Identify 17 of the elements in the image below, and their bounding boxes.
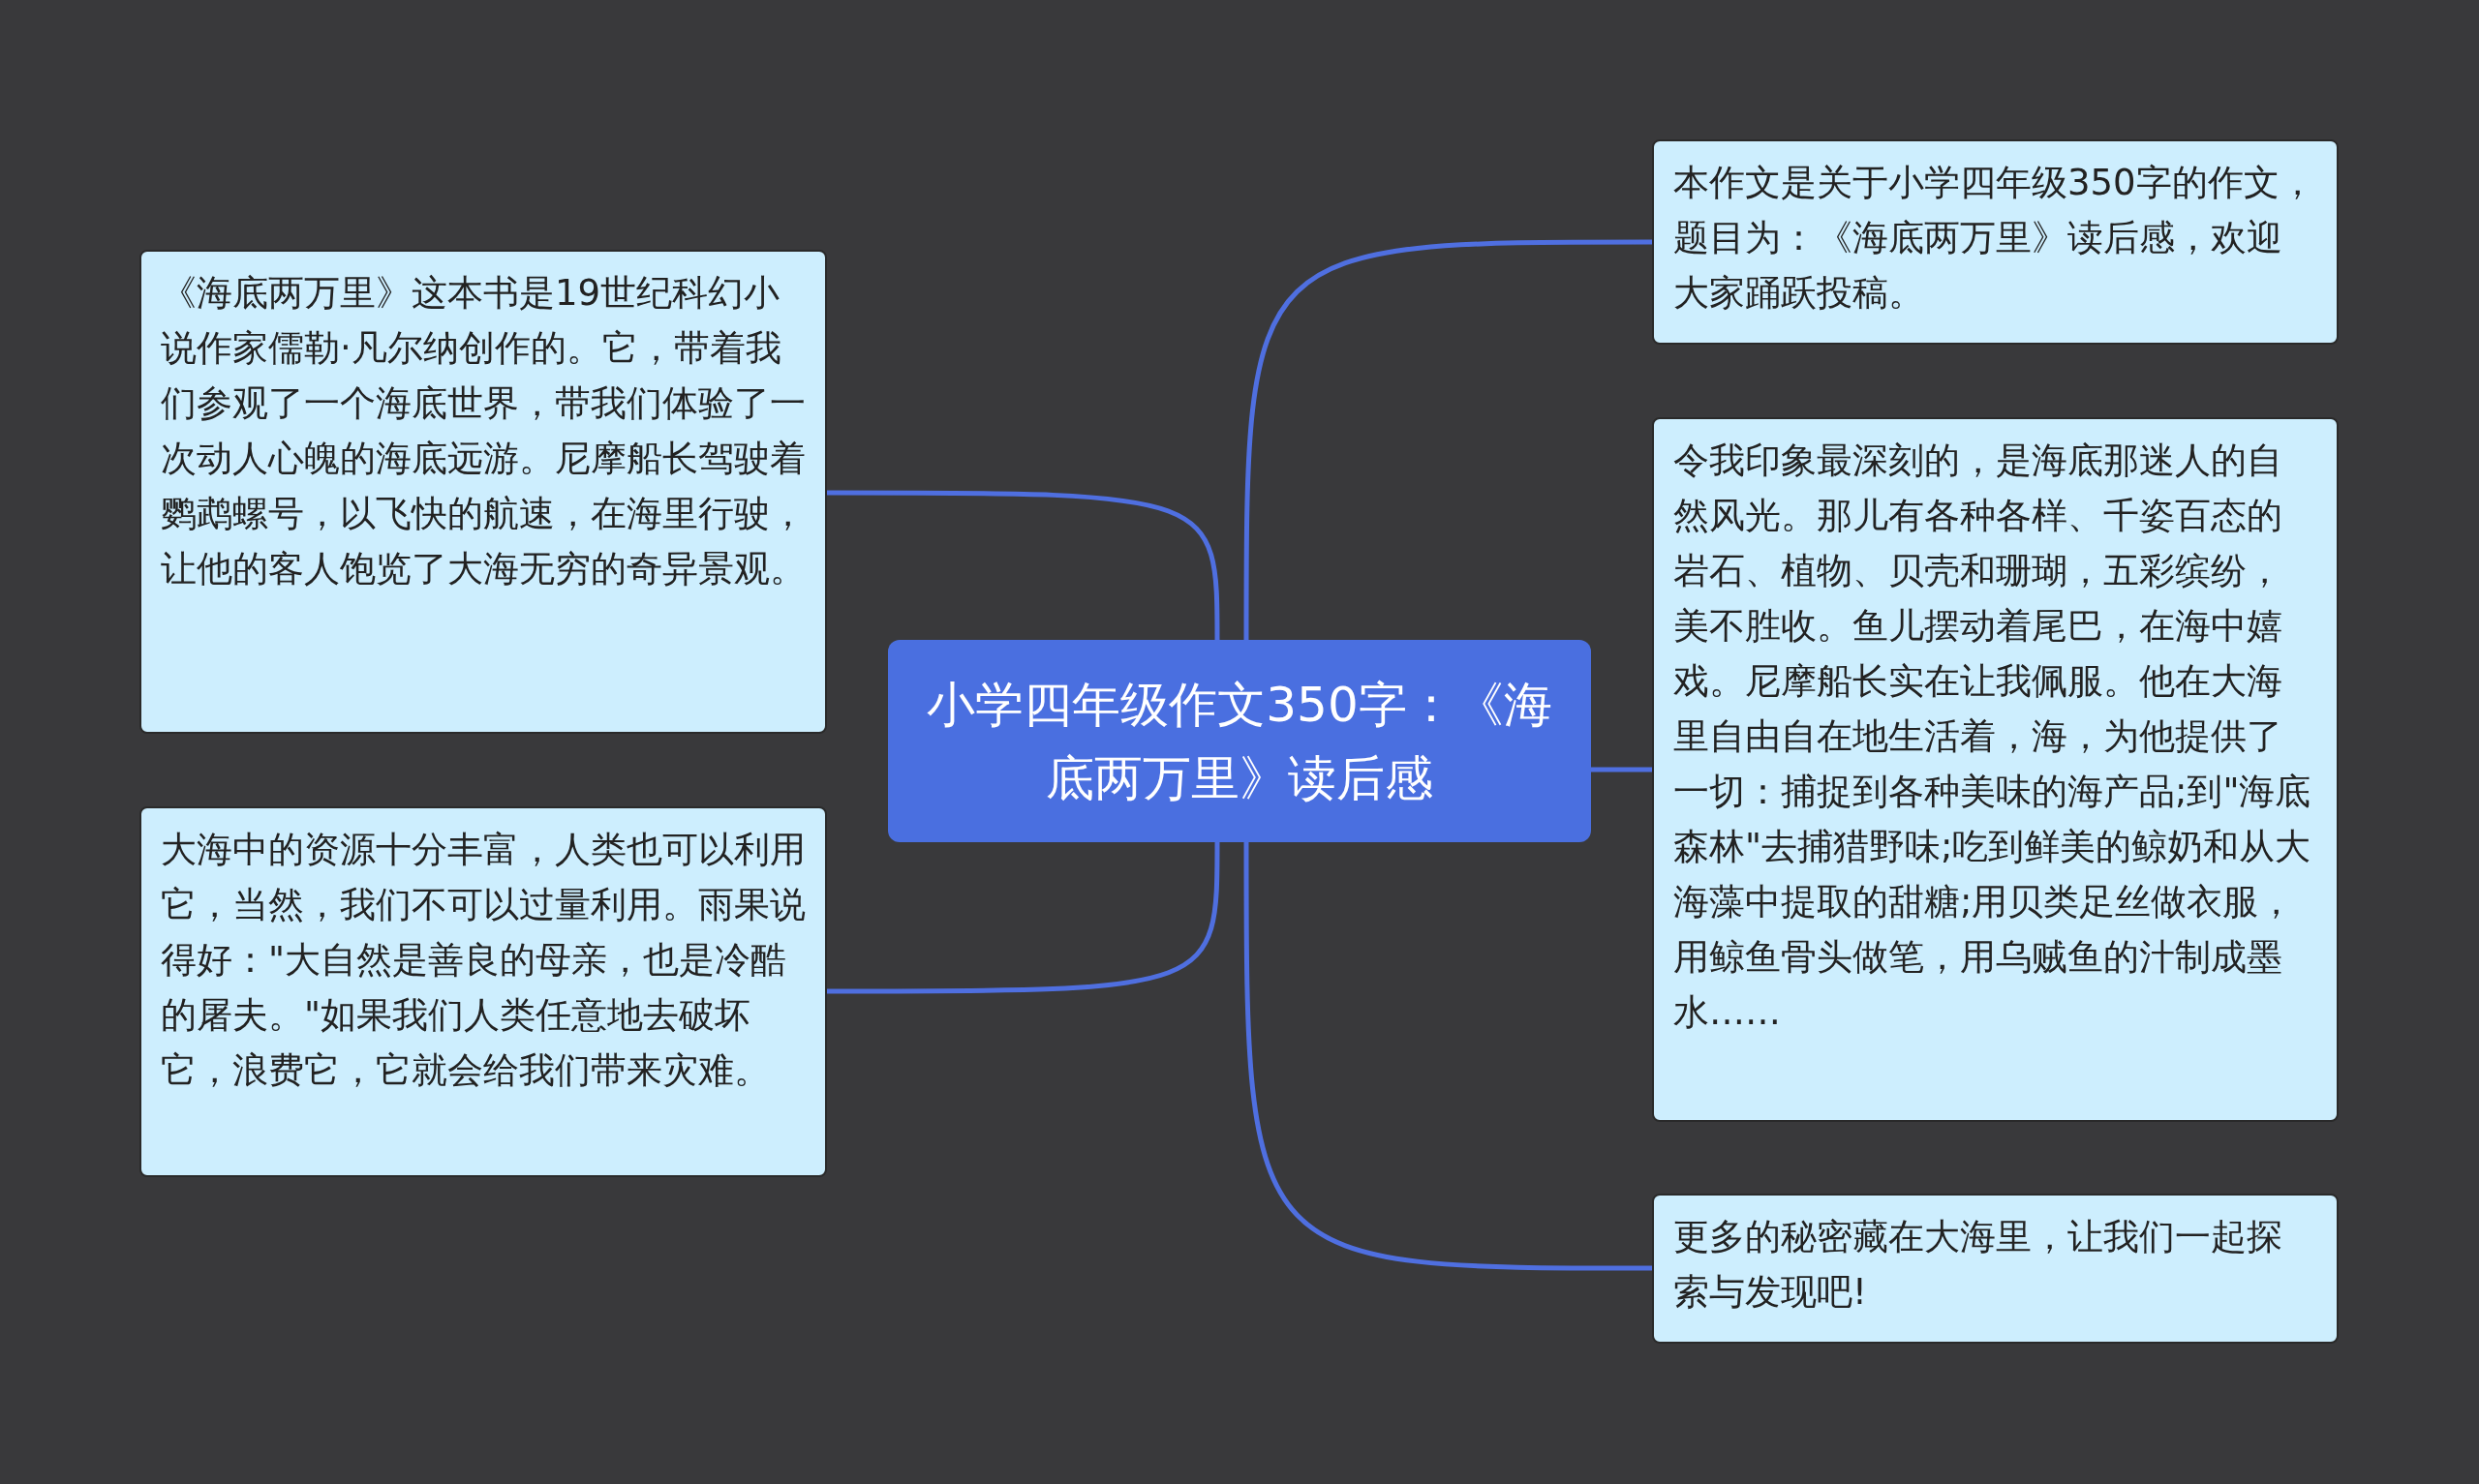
- topic-text: 更多的秘密藏在大海里，让我们一起探索与发现吧!: [1673, 1215, 2283, 1315]
- topic-text: 本作文是关于小学四年级350字的作文，题目为：《海底两万里》读后感，欢迎大家踊跃投稿。: [1673, 161, 2316, 316]
- topic-card: [139, 250, 827, 734]
- topic-text: 令我印象最深刻的，是海底那迷人的自然风光。那儿有各种各样、千姿百态的岩石、植物、贝壳和珊瑚，五彩缤纷，美不胜收。鱼儿摆动着尾巴，在海中嬉戏。尼摩船长实在让我佩服。他在大海里自由自在地生活着，海，为他提供了一切：捕捉到各种美味的海产品;到"海底森林"去捕猎野味;吃到鲜美的鲸奶和从大海藻中提取的甜糖;用贝类足丝做衣服，用鲸鱼骨头做笔，用乌贼鱼的汁制成墨水……: [1673, 439, 2312, 1035]
- topic-text: 《海底两万里》这本书是19世纪科幻小说作家儒勒·凡尔纳创作的。它，带着我们参观了一个海底世界，带我们体验了一次动人心魄的海底远游。尼摩船长驾驶着鹦鹉螺号，以飞快的航速，在海里行驶，让他的客人饱览了大海无穷的奇异景观。: [161, 271, 806, 591]
- central-topic-box: [888, 640, 1591, 842]
- connector-curve: [1243, 239, 1652, 640]
- central-topic-text: 小学四年级作文350字：《海底两万里》读后感: [926, 675, 1553, 808]
- topic-card: [1652, 1194, 2339, 1344]
- topic-card: [1652, 417, 2339, 1122]
- connector-curve: [1591, 767, 1652, 772]
- topic-text: 大海中的资源十分丰富，人类也可以利用它，当然，我们不可以过量利用。雨果说得好："大自然是善良的母亲，也是冷酷的屠夫。"如果我们人类任意地去破坏它，浪费它，它就会给我们带来灾难。: [161, 828, 806, 1093]
- topic-card: [139, 806, 827, 1177]
- connector-curve: [827, 490, 1220, 640]
- connector-curve: [1243, 842, 1652, 1271]
- connector-curve: [827, 842, 1220, 994]
- topic-card: [1652, 139, 2339, 345]
